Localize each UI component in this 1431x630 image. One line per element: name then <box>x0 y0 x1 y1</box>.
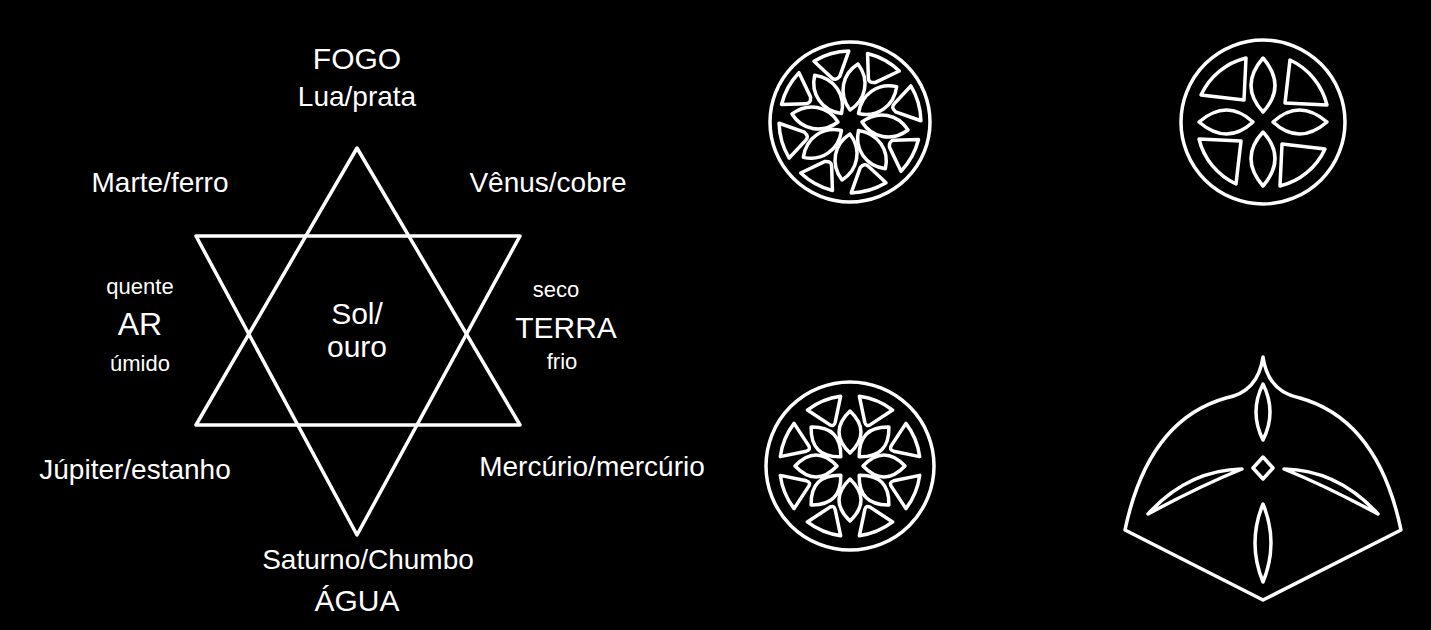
wedge <box>843 160 886 198</box>
petal <box>839 479 861 521</box>
wedge <box>884 422 922 465</box>
wedge <box>781 71 819 114</box>
crescent <box>1284 469 1378 514</box>
petal <box>1251 58 1275 112</box>
petal <box>803 419 848 464</box>
petal <box>1255 504 1271 582</box>
wedge <box>806 394 849 432</box>
wedge <box>850 500 893 538</box>
ring <box>1181 40 1345 204</box>
petal <box>1199 110 1253 134</box>
petal <box>863 455 905 477</box>
wedge <box>775 115 813 158</box>
label: Marte/ferro <box>92 168 229 199</box>
wedge <box>778 466 816 509</box>
pointed-emblem <box>1125 357 1401 600</box>
wedge <box>814 47 857 85</box>
petal <box>839 411 861 453</box>
node-text: Sol/ ouro <box>327 297 387 363</box>
wedge <box>1285 60 1327 105</box>
label: Lua/prata <box>298 82 416 113</box>
crescent <box>1148 469 1242 514</box>
rosette-eight <box>766 382 934 550</box>
rosette-four <box>1181 40 1345 204</box>
label: Júpiter/estanho <box>39 455 230 486</box>
label: frio <box>547 350 578 374</box>
wedge <box>1280 144 1325 186</box>
petal <box>1256 384 1270 440</box>
wedge <box>888 86 926 129</box>
wedge <box>806 500 849 538</box>
wedge <box>850 394 893 432</box>
label: quente <box>106 275 173 299</box>
label: FOGO <box>313 42 401 75</box>
wedge <box>882 130 920 173</box>
petal <box>1251 132 1275 186</box>
petal <box>795 455 837 477</box>
ring <box>770 42 930 202</box>
label: TERRA <box>515 311 617 344</box>
ring <box>766 382 934 550</box>
triangle <box>196 236 520 535</box>
wedge <box>1201 58 1246 100</box>
emblem-outline <box>1125 357 1401 600</box>
wedge <box>858 53 901 91</box>
rosette-swirl <box>770 42 930 202</box>
wedge <box>799 154 842 192</box>
label: seco <box>533 278 579 302</box>
diamond <box>1253 457 1273 479</box>
label: Saturno/Chumbo <box>262 545 474 576</box>
label: ÁGUA <box>314 584 399 617</box>
label: Mercúrio/mercúrio <box>479 452 705 483</box>
label: Vênus/cobre <box>469 168 626 199</box>
hexagram: Sol/ ouro <box>190 140 530 545</box>
label: úmido <box>110 352 170 376</box>
petal <box>1273 110 1327 134</box>
label: AR <box>118 307 162 342</box>
wedge <box>1199 139 1241 184</box>
wedge <box>884 466 922 509</box>
wedge <box>778 422 816 465</box>
